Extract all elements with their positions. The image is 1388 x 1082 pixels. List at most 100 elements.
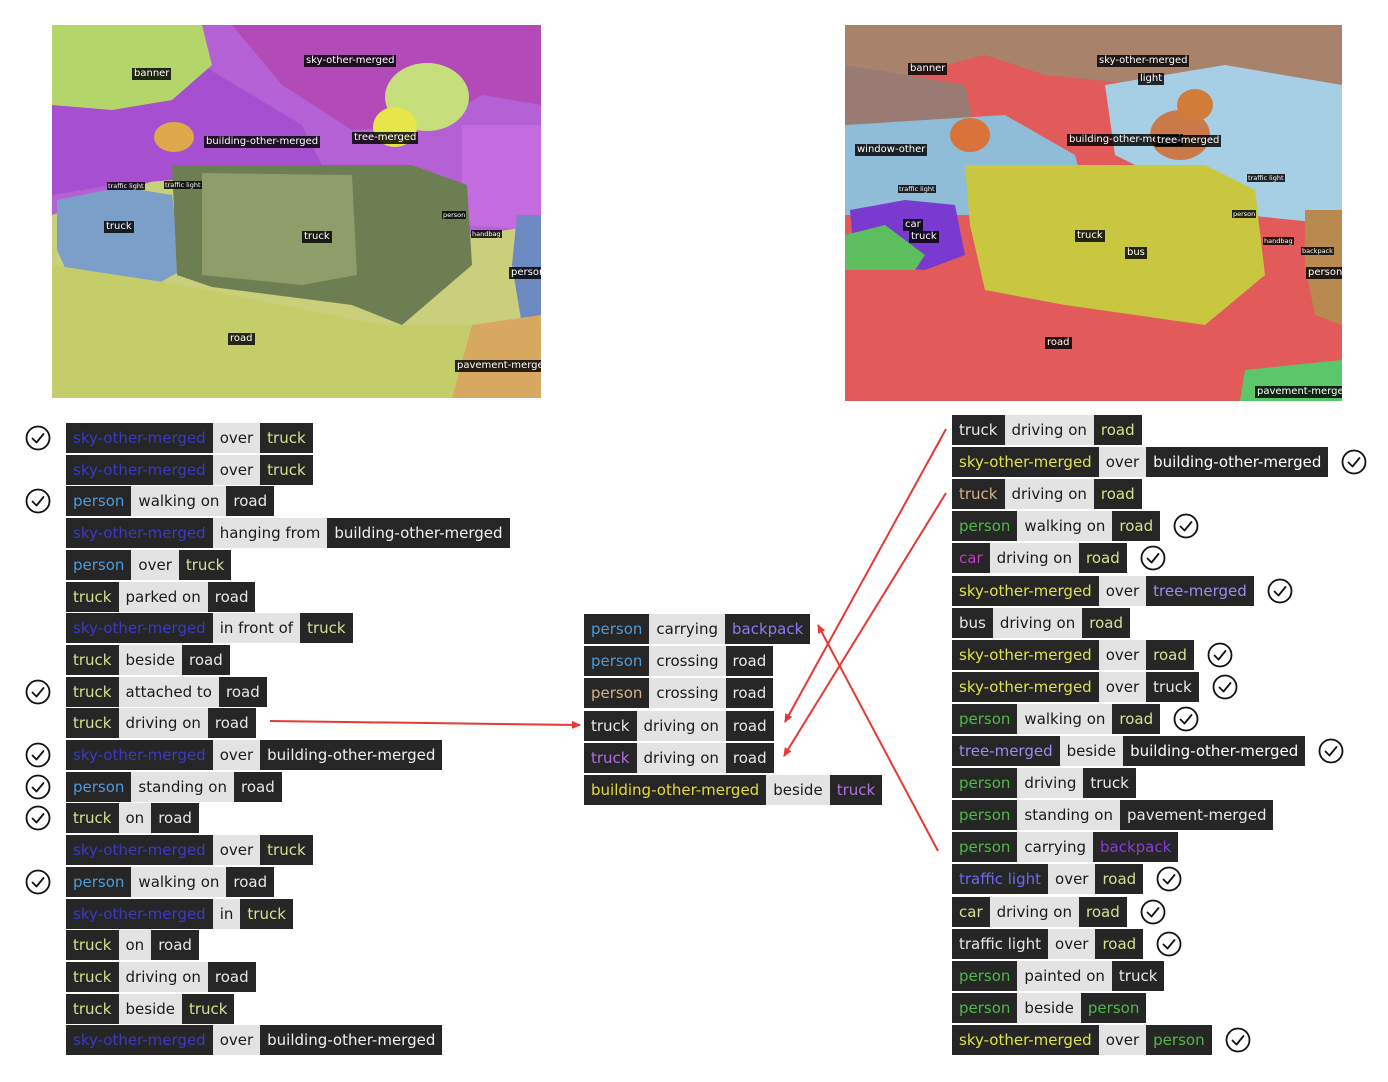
right-segmentation-drawing	[845, 25, 1342, 401]
seg-label-sky: sky-other-merged	[304, 55, 397, 67]
subject-chip: tree-merged	[952, 736, 1060, 766]
object-chip: road	[226, 866, 275, 897]
subject-chip: truck	[66, 676, 119, 707]
checkmark-icon	[24, 487, 52, 515]
predicate-chip: walking on	[131, 486, 227, 517]
predicate-chip: driving on	[989, 896, 1079, 927]
predicate-chip: crossing	[649, 678, 726, 709]
checkmark-icon	[1139, 544, 1167, 572]
object-chip: road	[1112, 703, 1161, 734]
object-chip: road	[218, 676, 267, 707]
predicate-chip: over	[212, 835, 261, 866]
predicate-chip: over	[1098, 575, 1147, 606]
predicate-chip: driving on	[992, 607, 1083, 638]
object-chip: road	[207, 581, 256, 612]
predicate-chip: driving on	[118, 961, 208, 992]
object-chip: truck	[240, 898, 293, 929]
subject-chip: person	[584, 646, 650, 677]
checkmark-icon	[1317, 737, 1345, 765]
object-chip: road	[725, 646, 774, 677]
seg-label-person-small: person	[442, 211, 467, 219]
object-chip: road	[151, 803, 199, 834]
object-chip: building-other-merged	[1123, 736, 1306, 766]
subject-chip: person	[584, 614, 650, 644]
seg-label-building: building-other-merged	[1067, 134, 1184, 146]
predicate-chip: beside	[1017, 992, 1081, 1023]
predicate-chip: on	[118, 803, 152, 834]
seg-label-backpack: backpack	[1301, 247, 1334, 255]
subject-chip: sky-other-merged	[66, 898, 213, 929]
subject-chip: person	[66, 866, 132, 897]
checkmark-icon	[1172, 705, 1200, 733]
predicate-chip: carrying	[1017, 832, 1094, 863]
object-chip: truck	[260, 423, 313, 453]
predicate-chip: standing on	[1017, 800, 1120, 831]
predicate-chip: beside	[118, 644, 182, 675]
seg-label-truck-main: truck	[302, 231, 332, 243]
subject-chip: sky-other-merged	[66, 740, 213, 770]
predicate-chip: standing on	[131, 771, 234, 802]
seg-label-person: person	[509, 267, 541, 279]
predicate-chip: on	[118, 930, 152, 961]
subject-chip: truck	[66, 803, 119, 834]
predicate-chip: driving on	[118, 708, 208, 739]
checkmark-icon	[24, 424, 52, 452]
seg-label-sky: sky-other-merged	[1097, 55, 1190, 67]
subject-chip: truck	[66, 644, 119, 675]
object-chip: road	[1095, 864, 1144, 895]
seg-label-truck-left: truck	[104, 221, 134, 233]
object-chip: truck	[181, 993, 235, 1024]
predicate-chip: driving on	[1004, 479, 1094, 510]
object-chip: road	[207, 961, 256, 992]
subject-chip: person	[952, 832, 1018, 863]
object-chip: tree-merged	[1146, 575, 1254, 606]
subject-chip: sky-other-merged	[66, 518, 213, 549]
seg-label-handbag: handbag	[1263, 237, 1294, 245]
subject-chip: truck	[66, 708, 119, 739]
subject-chip: traffic light	[952, 928, 1049, 959]
seg-label-traffic-light-2: traffic light	[1247, 174, 1285, 182]
object-chip: truck	[829, 775, 883, 805]
subject-chip: truck	[952, 415, 1005, 445]
predicate-chip: beside	[766, 775, 830, 805]
subject-chip: person	[952, 960, 1018, 991]
seg-label-banner: banner	[132, 68, 172, 80]
checkmark-icon	[24, 868, 52, 896]
checkmark-icon	[1155, 865, 1183, 893]
right-segmentation-image: banner sky-other-merged light window-oth…	[845, 25, 1342, 401]
object-chip: road	[725, 742, 774, 773]
subject-chip: sky-other-merged	[66, 454, 213, 485]
checkmark-icon	[24, 678, 52, 706]
object-chip: building-other-merged	[327, 518, 510, 549]
object-chip: road	[1112, 511, 1161, 542]
seg-label-traffic-light: traffic light	[898, 185, 936, 193]
object-chip: truck	[1146, 671, 1199, 702]
seg-label-pavement: pavement-merged	[1255, 386, 1342, 398]
seg-label-tree: tree-merged	[1155, 135, 1222, 147]
object-chip: building-other-merged	[260, 740, 443, 770]
subject-chip: traffic light	[952, 864, 1049, 895]
subject-chip: person	[952, 511, 1018, 542]
